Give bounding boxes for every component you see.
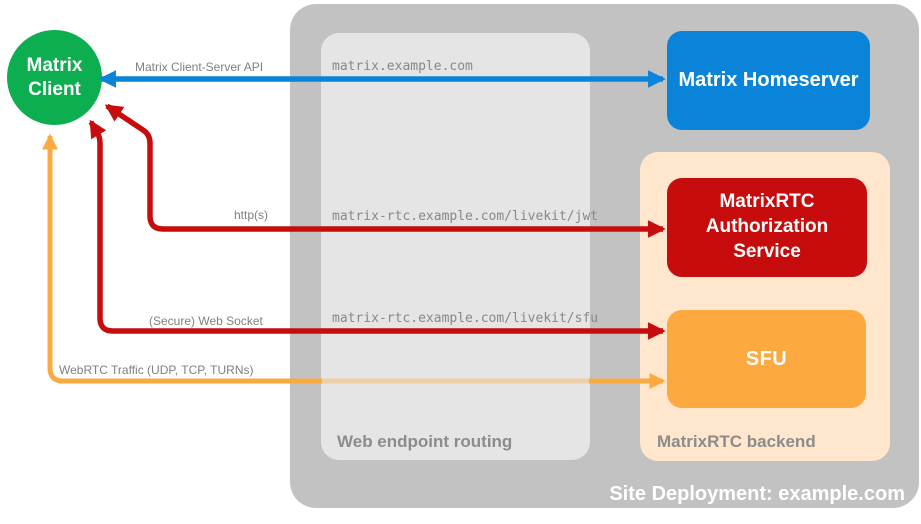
matrixrtc-backend-label: MatrixRTC backend <box>657 432 816 451</box>
matrix-client-label: Matrix Client <box>26 54 83 100</box>
matrix-homeserver-node: Matrix Homeserver <box>667 31 870 130</box>
sfu-endpoint-url: matrix-rtc.example.com/livekit/sfu <box>332 311 599 326</box>
web-socket-edge-label: (Secure) Web Socket <box>149 314 263 328</box>
jwt-endpoint-url: matrix-rtc.example.com/livekit/jwt <box>332 209 599 224</box>
site-deployment-label: Site Deployment: example.com <box>609 483 905 505</box>
webrtc-traffic-edge-label: WebRTC Traffic (UDP, TCP, TURNs) <box>59 363 254 377</box>
matrixrtc-authorization-service-node: MatrixRTC Authorization Service <box>667 178 867 277</box>
matrix-client-node: Matrix Client <box>7 30 102 125</box>
sfu-node: SFU <box>667 310 866 408</box>
homeserver-endpoint-url: matrix.example.com <box>332 59 473 74</box>
matrix-homeserver-label: Matrix Homeserver <box>678 69 859 91</box>
client-server-api-edge-label: Matrix Client-Server API <box>135 60 264 74</box>
web-endpoint-routing-container <box>321 33 590 460</box>
matrixrtc-authorization-service-label: MatrixRTC Authorization Service <box>705 191 829 262</box>
sfu-label: SFU <box>745 347 788 370</box>
edge-webrtc-client-segment <box>41 133 322 384</box>
https-edge-label: http(s) <box>234 208 269 222</box>
web-endpoint-routing-label: Web endpoint routing <box>337 432 513 451</box>
